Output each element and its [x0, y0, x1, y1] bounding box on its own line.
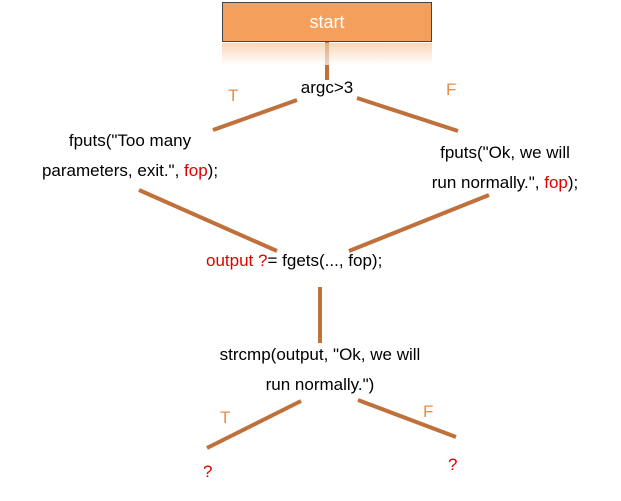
true-branch-statement: fputs("Too many parameters, exit.", fop)… — [0, 126, 260, 186]
fop-highlight: fop — [544, 173, 568, 192]
edge-false-merge — [348, 193, 490, 253]
text: parameters, exit.", — [41, 161, 185, 180]
start-reflection — [222, 43, 432, 65]
edge-cond2-false — [357, 398, 457, 439]
strcmp-line2: run normally.") — [265, 375, 375, 394]
condition-strcmp: strcmp(output, "Ok, we will run normally… — [180, 340, 460, 400]
question-mark: ? — [258, 251, 268, 270]
strcmp-line1: strcmp(output, "Ok, we will — [219, 345, 421, 364]
text: run normally.", — [431, 173, 545, 192]
edge-true-merge — [138, 188, 278, 253]
condition-argc: argc>3 — [300, 78, 354, 97]
equals: = — [267, 251, 278, 270]
false-branch-statement: fputs("Ok, we will run normally.", fop); — [385, 138, 621, 198]
true-label: T — [228, 86, 239, 105]
output-var: output — [206, 251, 254, 270]
true-branch-line2: parameters, exit.", fop); — [0, 156, 260, 186]
edge-cond2-true — [206, 399, 302, 450]
true-label-2: T — [220, 408, 231, 427]
false-branch-line2: run normally.", fop); — [385, 168, 621, 198]
false-label-2: F — [423, 402, 434, 421]
fop-highlight: fop — [184, 161, 208, 180]
false-result: ? — [448, 455, 458, 474]
true-result: ? — [203, 462, 213, 481]
text: ); — [567, 173, 579, 192]
merge-statement: output ?= fgets(..., fop); — [206, 250, 382, 272]
text: ); — [207, 161, 219, 180]
true-branch-line1: fputs("Too many — [68, 131, 192, 150]
edge-cond-true — [212, 98, 298, 132]
fgets-call: fgets(..., fop); — [282, 251, 383, 270]
edge-cond-false — [356, 96, 459, 133]
false-branch-line1: fputs("Ok, we will — [440, 143, 570, 162]
false-label: F — [446, 80, 457, 99]
start-node: start — [222, 2, 432, 42]
